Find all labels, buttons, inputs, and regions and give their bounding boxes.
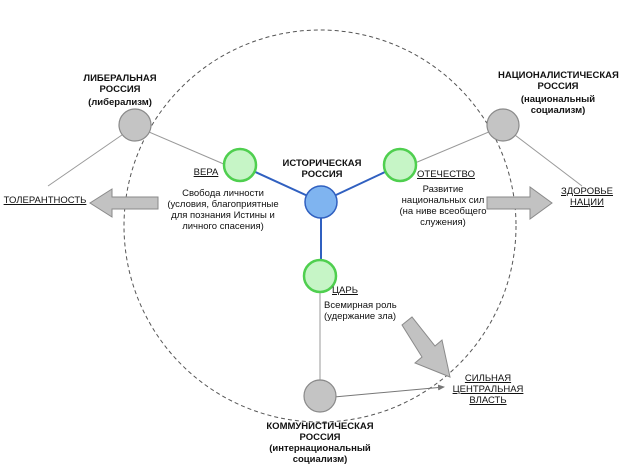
arrow-to-nation-health — [486, 186, 553, 220]
arrow-to-strong-power — [401, 316, 451, 378]
communist-to-power-line — [333, 384, 445, 398]
tsar-description: Всемирная роль(удержание зла) — [324, 300, 397, 322]
tsar-label: ЦАРЬ — [332, 285, 358, 296]
tsar-node — [302, 258, 338, 294]
faith-node — [222, 147, 258, 183]
nationalist-to-health-line — [502, 125, 583, 187]
fatherland-node — [382, 147, 418, 183]
faith-label: ВЕРА — [193, 167, 219, 178]
liberal-subtitle: (либерализм) — [88, 97, 152, 108]
center-node — [304, 185, 338, 219]
liberal-to-faith-line — [134, 125, 227, 166]
communist-node — [303, 379, 337, 413]
nationalist-node — [486, 108, 520, 142]
liberal-to-tolerance-line — [47, 125, 136, 187]
outcome-tolerance: ТОЛЕРАНТНОСТЬ — [3, 195, 87, 206]
outer-dashed-circle — [123, 29, 517, 423]
arrow-to-tolerance — [89, 188, 159, 218]
liberal-node — [118, 108, 152, 142]
fatherland-label: ОТЕЧЕСТВО — [417, 169, 475, 180]
